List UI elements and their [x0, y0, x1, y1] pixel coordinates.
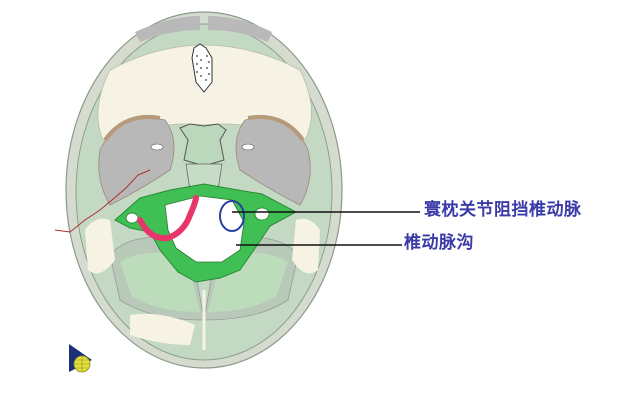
- blue-circle-marker: [219, 200, 245, 232]
- annotation-label-atlanto-occipital-joint: 寰枕关节阻挡椎动脉: [424, 200, 582, 220]
- annotation-label-vertebral-artery-groove: 椎动脉沟: [404, 233, 474, 253]
- cribriform-dots: [196, 55, 210, 81]
- red-artery-path-marker: [137, 195, 199, 242]
- transverse-foramen-left: [125, 212, 139, 224]
- transverse-foramen-right: [254, 207, 270, 221]
- globe-flag-icon: [69, 344, 92, 373]
